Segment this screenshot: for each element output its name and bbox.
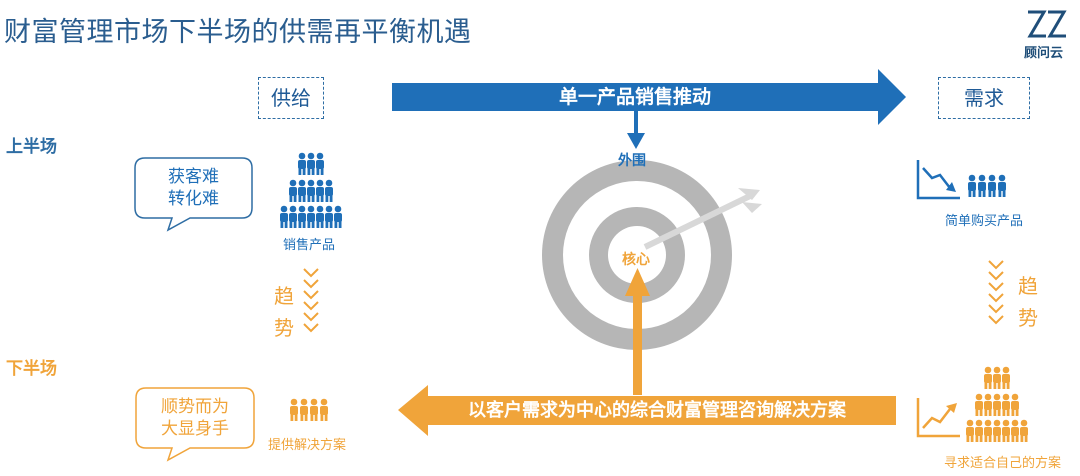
crowd-icon-supply-top xyxy=(280,152,342,228)
page-title: 财富管理市场下半场的供需再平衡机遇 xyxy=(4,17,472,48)
top-bubble-line2: 转化难 xyxy=(168,189,219,209)
top-arrow-label: 单一产品销售推动 xyxy=(558,86,711,108)
crowd-icon-supply-bottom xyxy=(290,398,328,421)
logo-text: 顾问云 xyxy=(1024,46,1064,61)
trend-right-char2: 势 xyxy=(1018,306,1038,330)
supply-label: 供给 xyxy=(258,77,324,119)
bottom-bubble-shape xyxy=(135,387,255,462)
dart-icon xyxy=(643,188,762,250)
trend-chevrons-right xyxy=(988,260,1004,324)
bottom-arrow-label: 以客户需求为中心的综合财富管理咨询解决方案 xyxy=(468,400,846,421)
target-core-label: 核心 xyxy=(622,252,650,268)
bottom-left-caption: 提供解决方案 xyxy=(268,438,347,453)
crowd-icon-demand-bottom xyxy=(966,366,1028,442)
declining-chart-icon xyxy=(916,160,960,200)
top-left-caption: 销售产品 xyxy=(283,238,336,253)
trend-left-char1: 趋 xyxy=(274,284,294,308)
top-bubble-shape xyxy=(134,157,253,232)
top-arrow xyxy=(392,69,906,125)
down-arrow xyxy=(627,111,645,149)
target xyxy=(542,160,732,350)
top-bubble-line1: 获客难 xyxy=(168,167,219,187)
bottom-right-caption: 寻求适合自己的方案 xyxy=(944,456,1062,471)
top-right-caption: 简单购买产品 xyxy=(945,214,1024,229)
demand-label: 需求 xyxy=(938,77,1030,119)
bottom-arrow xyxy=(398,385,896,436)
bottom-bubble-line1: 顺势而为 xyxy=(161,397,229,417)
trend-left-char2: 势 xyxy=(274,316,294,340)
bottom-bubble-line2: 大显身手 xyxy=(161,419,229,439)
rising-chart-icon xyxy=(916,398,960,438)
trend-chevrons-left xyxy=(303,268,319,332)
top-half-label: 上半场 xyxy=(6,137,57,157)
bottom-half-label: 下半场 xyxy=(6,359,57,379)
up-arrow xyxy=(625,268,650,395)
crowd-icon-demand-top xyxy=(968,174,1006,197)
logo-icon xyxy=(1027,10,1067,38)
trend-right-char1: 趋 xyxy=(1018,274,1038,298)
target-outer-label: 外围 xyxy=(618,153,646,169)
